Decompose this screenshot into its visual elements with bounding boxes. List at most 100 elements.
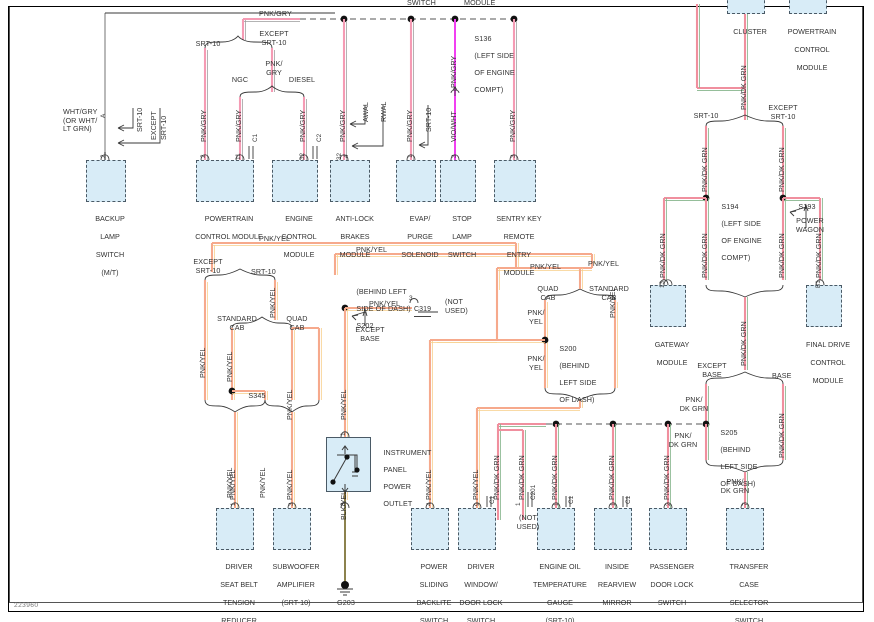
label-sentry-key-remote-entry-module: SENTRY KEY REMOTE ENTRY MODULE [496,214,542,277]
option-diesel: DIESEL [288,75,316,84]
pin-pcm-2: 2 [200,154,207,158]
vwire-pnkgry-pcm11: PNK/GRY [234,109,243,142]
component-engine-control-module[interactable] [272,160,318,202]
option-except-srt10-pcm: EXCEPT SRT-10 [259,29,289,47]
wire-label-pnk-yel-stack-s200a: PNK/ YEL [527,308,545,326]
option-ngc: NGC [231,75,249,84]
wire-label-pnk-yel-s202: PNK/YEL [369,299,401,308]
option-except-base-s202: EXCEPT BASE [355,325,385,343]
top-partial-switch-label: SWITCH [407,0,436,7]
label-power-sliding-backlite-switch: POWER SLIDING BACKLITE SWITCH (QUAD CAB/… [416,562,452,622]
label-instrument-panel-power-outlet: INSTRUMENT PANEL POWER OUTLET [383,447,432,509]
component-sentry-key-remote-entry-module[interactable] [494,160,536,202]
vwire-pnkyel-stdcab: PNK/YEL [225,351,234,382]
label-transfer-case-selector-switch: TRANSFER CASE SELECTOR SWITCH (A/T) [729,562,769,622]
option-srt10-left-low: SRT-10 [251,267,276,276]
component-powertrain-control-module[interactable] [196,160,254,202]
splice-s345: S345 [248,390,266,400]
connector-c201: C201 [530,484,537,500]
label-stop-lamp-switch: STOP LAMP SWITCH [447,214,477,259]
option-not-used-c201: (NOT USED) [516,513,540,531]
label-anti-lock-brakes-module: ANTI-LOCK BRAKES MODULE [335,214,374,259]
vwire-pnkyel-dwdls: PNK/YEL [471,469,480,500]
component-driver-window-door-lock-switch[interactable] [458,508,496,550]
vwire-srt10-evap: SRT-10 [424,107,433,132]
label-engine-control-module: ENGINE CONTROL MODULE [281,214,317,259]
pin-eotg-1: 1 [553,502,560,506]
component-powertrain-control-module-partial[interactable] [789,0,827,14]
wire-label-pnk-gry-stack: PNK/ GRY [265,59,283,77]
pin-stop-3: 3 [451,154,458,158]
option-except-srt10-left-low: EXCEPT SRT-10 [193,257,223,275]
vwire-pnkgry-s136-down: PNK/GRY [449,55,458,88]
component-transfer-case-selector-switch[interactable] [726,508,764,550]
vwire-pnkdkgrn-eotg: PNK/DK GRN [550,455,559,500]
vwire-pnkdkgrn-s193left: PNK/DK GRN [777,233,786,278]
component-engine-oil-temperature-gauge[interactable] [537,508,575,550]
pin-c201-1: 1 [515,502,522,506]
wire-label-pnk-dkgrn-stack-b: PNK/ DK GRN [668,431,698,449]
vwire-wht-gry-except-srt10b: SRT-10 [159,115,168,140]
option-srt10-right: SRT-10 [693,111,719,120]
pin-ecm-32: 32 [299,152,306,160]
component-passenger-door-lock-switch[interactable] [649,508,687,550]
option-power-wagon: POWER WAGON [795,216,825,234]
vwire-pnkgry-sentry: PNK/GRY [508,109,517,142]
label-powertrain-control-module: POWERTRAIN CONTROL MODULE [195,214,263,241]
splice-s194: S194 (LEFT SIDE OF ENGINE COMPT) [721,201,762,263]
pin-psbs-4: 4 [426,502,433,506]
option-quad-cab-left: QUAD CAB [286,314,308,332]
component-inside-rearview-mirror[interactable] [594,508,632,550]
option-except-base-right: EXCEPT BASE [697,361,727,379]
vwire-pnkdkgrn-exceptleg: PNK/DK GRN [777,147,786,192]
vwire-pnkdkgrn-s194left: PNK/DK GRN [658,233,667,278]
vwire-pnkgry-pcm2: PNK/GRY [199,109,208,142]
vwire-pnkyel-psbs: PNK/YEL [424,469,433,500]
label-driver-window-door-lock-switch: DRIVER WINDOW/ DOOR LOCK SWITCH [459,562,503,622]
pin-ipo-3: 3 [340,502,347,506]
pin-pcm-11: 11 [235,153,242,160]
connector-c1-irm: C1 [625,495,632,504]
component-evap-purge-solenoid[interactable] [396,160,436,202]
component-cluster-partial[interactable] [727,0,765,14]
component-stop-lamp-switch[interactable] [440,160,476,202]
connector-c1-dwdls: C1 [489,495,496,504]
vwire-pnkyel-srt10leg: PNK/YEL [268,287,277,318]
pin-gateway-13: 13 [659,280,666,288]
wire-label-pnk-dkgrn-stack-a: PNK/ DK GRN [679,395,709,413]
vwire-pnkdkgrn-irm: PNK/DK GRN [607,455,616,500]
vwire-rwal: RWAL [379,101,388,122]
vwire-pnkgry-evap: PNK/GRY [405,109,414,142]
vwire-pnkyel-sub: PNK/YEL [285,469,294,500]
component-final-drive-control-module[interactable] [806,285,842,327]
component-anti-lock-brakes-module[interactable] [330,160,370,202]
option-base-right: BASE [772,371,792,380]
option-except-srt10-right: EXCEPT SRT-10 [768,103,798,121]
vwire-pnkgry-abs: PNK/GRY [338,109,347,142]
top-partial-module-label: MODULE [464,0,496,7]
vwire-pnkdkgrn-c201: PNK/DK GRN [517,455,526,500]
pin-dsbtr-1: 1 [230,502,237,506]
vwire-pnkdkgrn-s194right: PNK/DK GRN [700,233,709,278]
ground-g203-label: G203 [337,598,355,607]
vwire-viowht: VIO/WHT [449,111,458,142]
splice-s205: S205 (BEHIND LEFT SIDE OF DASH) [720,427,758,489]
label-subwoofer-amplifier: SUBWOOFER AMPLIFIER (SRT-10) [272,562,320,607]
wire-label-pnk-gry-top: PNK/GRY [259,9,292,18]
vwire-pnkdkgrn-dwdls: PNK/DK GRN [492,455,501,500]
wire-label-pnk-yel-trunk3: PNK/YEL [588,259,620,268]
component-gateway-module[interactable] [650,285,686,327]
vwire-pnkgry-ecm: PNK/GRY [298,109,307,142]
pin-backup-2: 2 [100,154,107,158]
wire-label-pnk-dkgrn-stack-c: PNK/ DK GRN [720,477,750,495]
splice-s136: S136 (LEFT SIDE OF ENGINE COMPT) [474,33,515,95]
component-power-sliding-backlite-switch[interactable] [411,508,449,550]
connector-c2-ecm: C2 [316,133,323,142]
component-backup-lamp-switch[interactable] [86,160,126,202]
diagram-inner-frame [9,7,863,603]
component-driver-seat-belt-tension-reducer[interactable] [216,508,254,550]
component-subwoofer-amplifier[interactable] [273,508,311,550]
option-not-used-c319: (NOT USED) [445,297,468,315]
